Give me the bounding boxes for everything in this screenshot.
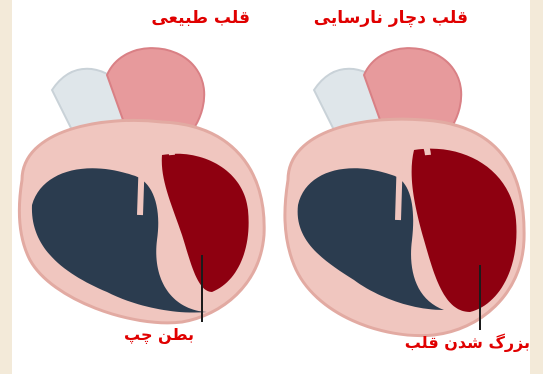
left-ventricle-label: بطن چپ [124,325,194,344]
enlarged-heart-label: بزرگ شدن قلب [405,333,530,352]
failing-heart-title: قلب دچار نارسایی [314,8,468,28]
normal-heart-title: قلب طبیعی [151,8,250,28]
normal-heart-panel: قلب طبیعی بطن چپ [12,0,274,374]
failing-heart-illustration [274,30,530,340]
failing-heart-panel: قلب دچار نارسایی بزرگ شدن قلب [274,0,530,374]
normal-heart-illustration [12,30,274,330]
